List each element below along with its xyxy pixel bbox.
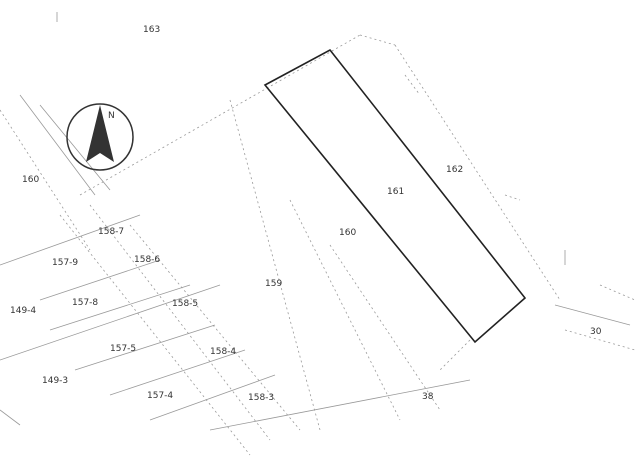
parcel-label-158-3: 158-3 [248,393,274,403]
parcel-label-158-6: 158-6 [134,255,160,265]
parcel-label-38: 38 [422,392,434,402]
parcel-label-157-4: 157-4 [147,391,173,401]
parcel-label-161: 161 [387,187,404,197]
parcel-label-158-4: 158-4 [210,347,236,357]
parcel-label-158-5: 158-5 [172,299,198,309]
parcel-label-160-mid: 160 [339,228,356,238]
subject-parcel-161 [263,48,527,344]
north-arrow: N [66,103,134,171]
parcel-label-158-7: 158-7 [98,227,124,237]
parcel-label-160-left: 160 [22,175,39,185]
parcel-labels: 163 160 162 161 160 159 30 158-7 157-9 1… [10,25,602,403]
parcel-boundaries [0,12,636,456]
parcel-label-149-4: 149-4 [10,306,36,316]
parcel-label-157-8: 157-8 [72,298,98,308]
parcel-label-149-3: 149-3 [42,376,68,386]
parcel-label-163: 163 [143,25,160,35]
parcel-label-162: 162 [446,165,463,175]
parcel-label-157-5: 157-5 [110,344,136,354]
parcel-label-159: 159 [265,279,282,289]
parcel-label-30: 30 [590,327,602,337]
parcel-label-157-9: 157-9 [52,258,78,268]
north-arrow-label: N [108,111,115,121]
